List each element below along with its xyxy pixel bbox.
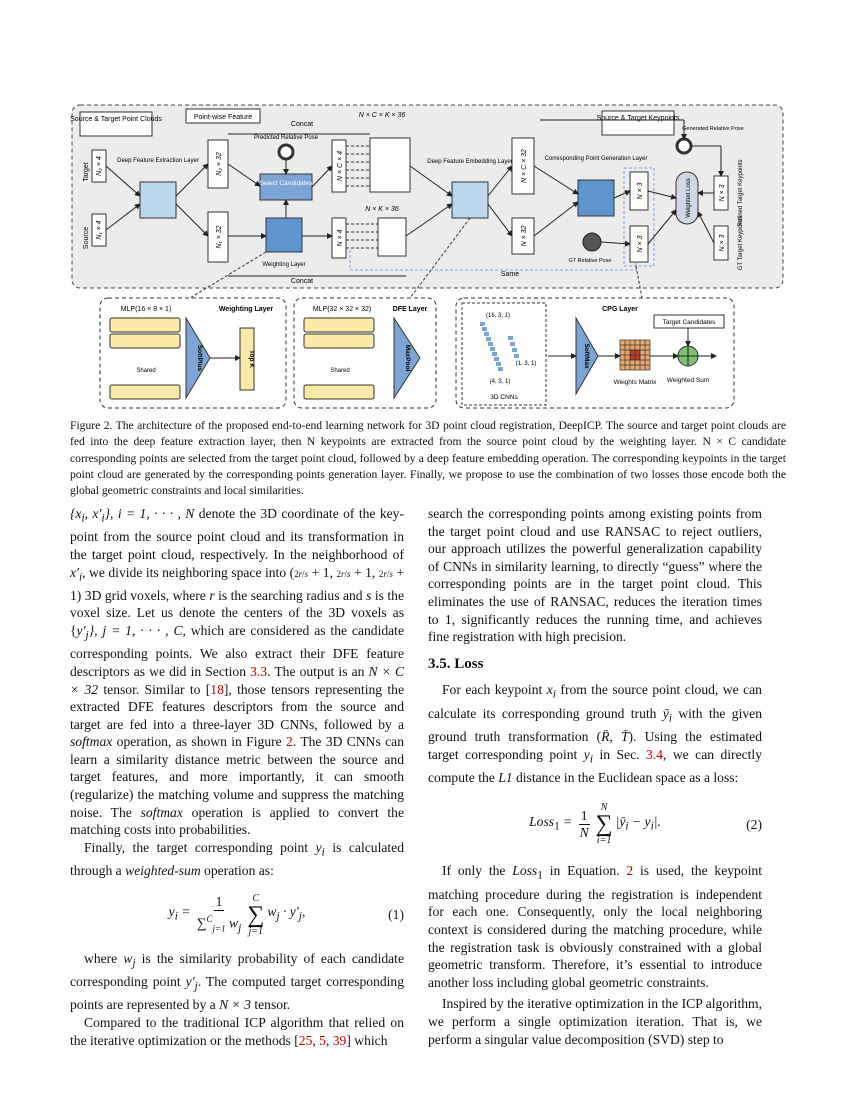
mlp2-label: MLP(32 × 32 × 32)	[313, 306, 371, 313]
shared2-label: Shared	[330, 368, 349, 374]
softplus-label: SoftPlus	[196, 345, 203, 372]
left-paragraph-1: {xi, x′i}, i = 1, · · · , N denote the 3…	[70, 506, 405, 838]
equation-2-link[interactable]: 2	[626, 863, 634, 879]
citation-25-link[interactable]: 25	[298, 1032, 313, 1048]
left-paragraph-3: where wj is the similarity probability o…	[70, 950, 405, 1013]
embedding-layer-label: Deep Feature Embedding Layer	[427, 159, 512, 165]
citation-5-link[interactable]: 5	[319, 1032, 326, 1048]
same-label: Same	[501, 271, 519, 278]
right-paragraph-2: For each keypoint xi from the source poi…	[428, 682, 762, 785]
figure-caption: Figure 2. The architecture of the propos…	[70, 419, 786, 498]
concat-bottom-label: Concat	[291, 278, 313, 285]
right-paragraph-1: search the corresponding points among ex…	[428, 506, 762, 645]
n3b-label: N × 3	[637, 235, 644, 252]
select-candidates-label: Select Candidates	[260, 180, 314, 187]
right-paragraph-3: If only the Loss1 in Equation. 2 is used…	[428, 863, 763, 990]
generated-pose-icon	[675, 137, 693, 155]
weighted-sum-label: Weighted Sum	[667, 377, 710, 384]
predicted-pose-label: Predicted Relative Pose	[254, 135, 319, 141]
cnn-label: 3D CNNs	[490, 394, 518, 401]
pointwise-label-box	[185, 108, 261, 124]
architecture-figure: Source & Target Point Clouds Point-wise …	[70, 104, 784, 409]
keypoints-label: Source & Target Keypoints	[597, 115, 680, 122]
keypoints-label-box	[601, 110, 675, 136]
maxpool-label: MaxPool	[404, 345, 411, 372]
citation-39-link[interactable]: 39	[332, 1032, 347, 1048]
concat-top-label: Concat	[291, 121, 313, 128]
citation-18-link[interactable]: 18	[210, 681, 224, 697]
refined-label: Refined Target Keypoints	[738, 160, 744, 227]
left-paragraph-2: Finally, the target corresponding point …	[70, 839, 404, 879]
weighting-detail-title: Weighting Layer	[219, 306, 274, 313]
n2x32-label: N₂ × 32	[216, 152, 223, 176]
n3c-label: N × 3	[719, 184, 726, 201]
n32-label: N × 32	[521, 225, 528, 246]
n1x32-box	[207, 211, 229, 263]
gt-pose-icon	[582, 232, 602, 252]
nk36-volume	[377, 217, 407, 257]
n3a-label: N × 3	[637, 182, 644, 199]
right-column: search the corresponding points among ex…	[428, 505, 762, 1048]
cpg-block	[577, 179, 615, 217]
predicted-pose-icon	[277, 143, 295, 161]
nc32-label: N × C × 32	[521, 149, 528, 183]
target-label: Target	[83, 162, 90, 182]
source-label: Source	[83, 227, 90, 249]
kernel2-label: (1, 3, 1)	[516, 361, 537, 367]
section-3-4-link[interactable]: 3.4	[645, 746, 663, 762]
cpg-layer-label: Corresponding Point Generation Layer	[545, 156, 648, 162]
nc4-label: N × C × 4	[337, 151, 344, 181]
section-heading: 3.5. Loss	[428, 655, 484, 672]
generated-pose-label: Generated Relative Pose	[682, 126, 743, 132]
dfe-layer-label: Deep Feature Extraction Layer	[117, 158, 199, 164]
n1x32-label: N₁ × 32	[216, 225, 223, 248]
nck36-top-label: N × C × K × 36	[359, 112, 406, 119]
target-candidates-label: Target Candidates	[663, 319, 717, 326]
kernel1-label: (16, 3, 1)	[486, 313, 510, 319]
equation-2-number: (2)	[746, 816, 762, 832]
mlp1-label: MLP(16 × 8 × 1)	[121, 306, 172, 313]
gt-keypoints-label: GT Target Keypoints	[738, 216, 744, 270]
right-paragraph-4: Inspired by the iterative optimization i…	[428, 996, 762, 1047]
figure-2-link[interactable]: 2	[286, 734, 293, 750]
softmax-label: SoftMax	[583, 343, 590, 369]
kernel3-label: (4, 3, 1)	[490, 379, 511, 385]
cpg-detail-title: CPG Layer	[602, 306, 638, 313]
embedding-block	[451, 181, 489, 219]
left-paragraph-4: Compared to the traditional ICP algorith…	[70, 1014, 404, 1048]
shared1-label: Shared	[136, 368, 155, 374]
dfe-block	[139, 181, 177, 219]
topk-label: Top K	[248, 350, 255, 368]
n1x4-label: N₁ × 4	[96, 220, 103, 239]
weighting-layer-label: Weighting Layer	[262, 262, 305, 268]
n3d-label: N × 3	[719, 234, 726, 251]
pointwise-label: Point-wise Feature	[194, 114, 252, 121]
select-candidates-box	[259, 173, 313, 201]
nk36-label: N × K × 36	[365, 206, 399, 213]
n2x4-label: N₂ × 4	[96, 156, 103, 176]
n4-label: N × 4	[337, 229, 344, 246]
gt-pose-label: GT Relative Pose	[568, 258, 611, 264]
equation-1: yi = 1∑Cj=1 wj C∑j=1 wj · y′j, (1)	[168, 892, 404, 937]
cpg-output-highlight	[623, 167, 655, 267]
clouds-label-box	[79, 111, 153, 137]
left-column: {xi, x′i}, i = 1, · · · , N denote the 3…	[70, 505, 404, 1049]
dfe-detail-title: DFE Layer	[393, 306, 428, 313]
equation-1-number: (1)	[388, 906, 404, 922]
weighting-block	[265, 217, 303, 253]
nck36-volume	[369, 137, 411, 193]
weights-matrix-label: Weights Matrix	[614, 379, 658, 386]
weighted-loss-label: Weighted Loss	[686, 178, 692, 218]
section-3-3-link[interactable]: 3.3	[250, 663, 268, 679]
clouds-label: Source & Target Point Clouds	[70, 116, 162, 123]
